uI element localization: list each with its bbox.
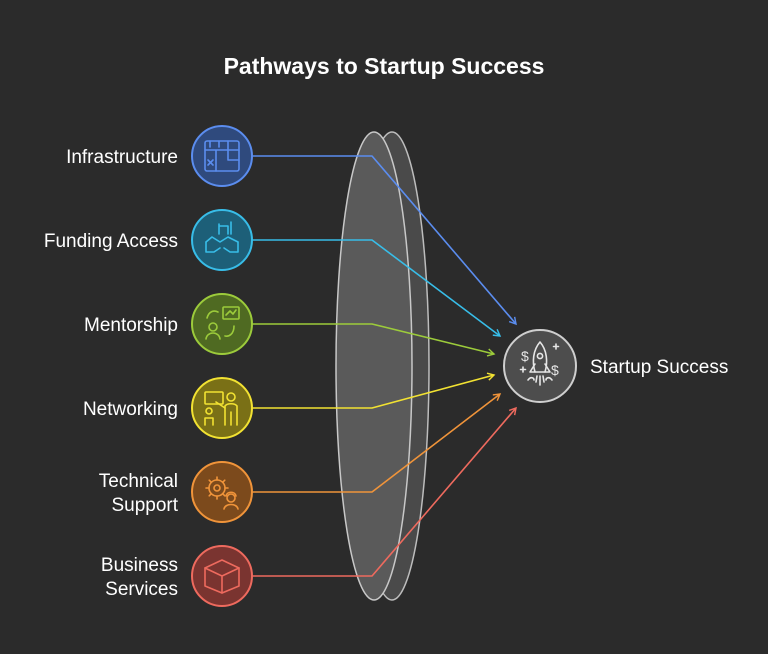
- box-icon: [204, 559, 240, 594]
- label-business-services: Services: [105, 579, 178, 600]
- mentor-icon: [205, 306, 240, 340]
- connector-mentorship: [252, 323, 496, 357]
- node-circle-mentorship: [191, 293, 253, 355]
- rocket-icon: $ $: [519, 341, 560, 386]
- lens-shape: [335, 131, 430, 601]
- connector-networking: [252, 372, 496, 409]
- node-funding-access: Funding Access: [44, 209, 253, 271]
- label-business-services: Business: [101, 555, 178, 576]
- label-mentorship: Mentorship: [84, 315, 178, 336]
- node-circle-networking: [191, 377, 253, 439]
- svg-text:$: $: [521, 348, 529, 364]
- label-technical-support: Technical: [99, 471, 178, 492]
- svg-text:$: $: [551, 362, 559, 378]
- target-node: $ $: [503, 329, 577, 403]
- presenter-icon: [204, 391, 238, 426]
- handshake-icon: [205, 221, 239, 253]
- connector-technical-support: [252, 393, 502, 493]
- node-circle-technical-support: [191, 461, 253, 523]
- target-label: Startup Success: [590, 357, 728, 378]
- diagram-title: Pathways to Startup Success: [224, 53, 545, 79]
- label-funding-access: Funding Access: [44, 231, 178, 252]
- connector-lines: [252, 155, 517, 577]
- label-infrastructure: Infrastructure: [66, 147, 178, 168]
- gear-worker-icon: [205, 476, 239, 510]
- node-networking: Networking: [83, 377, 253, 439]
- node-mentorship: Mentorship: [84, 293, 253, 355]
- connector-infrastructure: [252, 155, 517, 326]
- floor-plan-icon: [204, 140, 240, 172]
- connector-funding-access: [252, 239, 502, 337]
- label-technical-support: Support: [111, 495, 178, 516]
- node-circle-infrastructure: [191, 125, 253, 187]
- node-infrastructure: Infrastructure: [66, 125, 253, 187]
- connector-business-services: [252, 406, 517, 577]
- label-networking: Networking: [83, 399, 178, 420]
